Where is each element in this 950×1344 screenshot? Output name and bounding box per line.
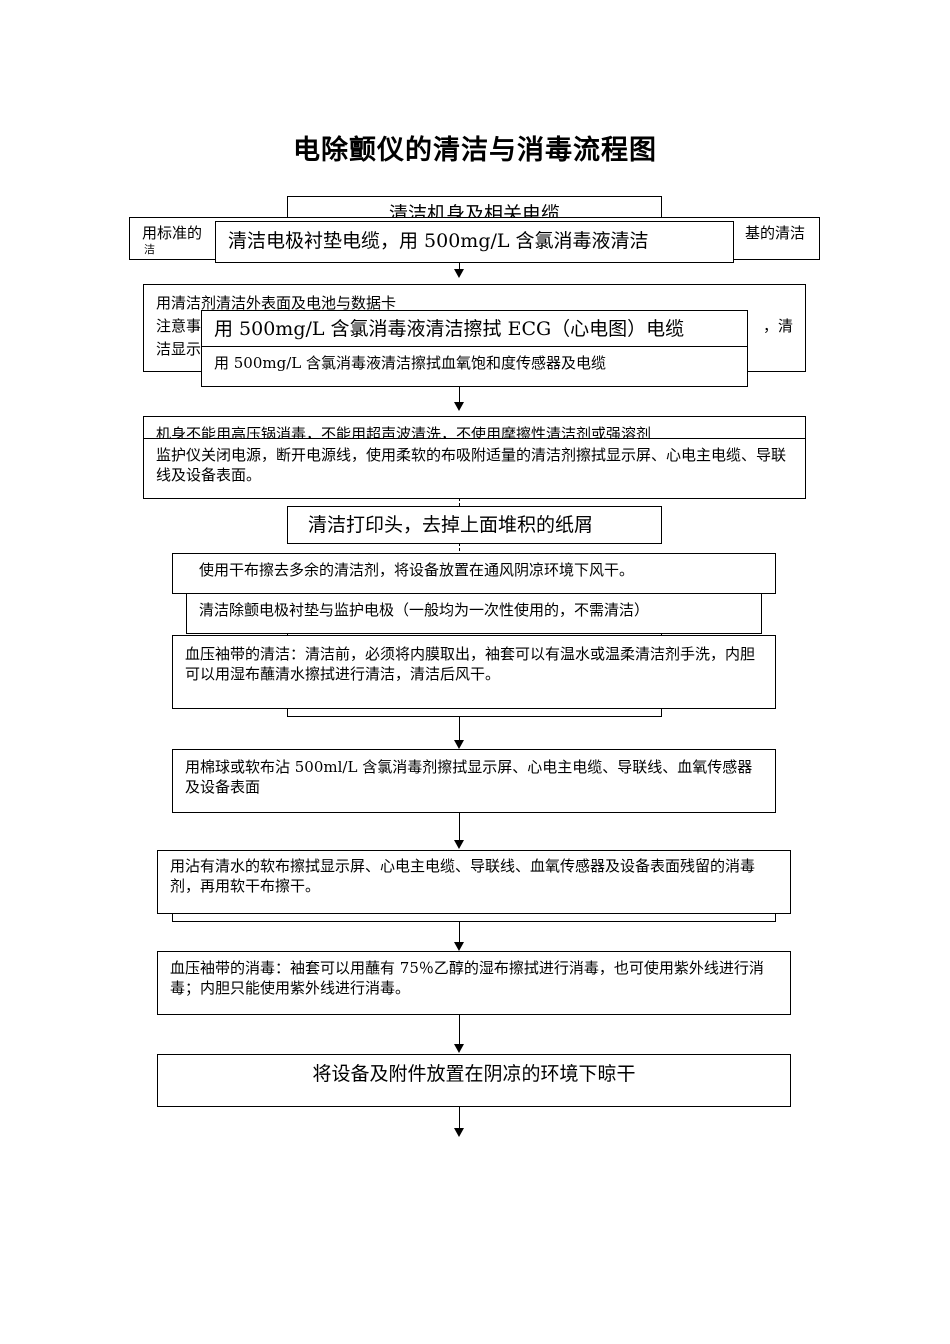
step-air-dry: 将设备及附件放置在阴凉的环境下晾干 xyxy=(157,1054,791,1107)
step-clean-electrode-pad-cable: 清洁电极衬垫电缆，用 500mg/L 含氯消毒液清洁 xyxy=(215,221,734,263)
connector-line xyxy=(459,920,460,944)
arrow-down-icon xyxy=(454,942,464,951)
arrow-down-icon xyxy=(454,269,464,278)
connector-line xyxy=(459,386,460,404)
arrow-down-icon xyxy=(454,840,464,849)
step-clean-defib-pads: 清洁除颤电极衬垫与监护电极（一般均为一次性使用的，不需清洁） xyxy=(186,593,762,634)
page-title: 电除颤仪的清洁与消毒流程图 xyxy=(293,135,657,166)
connector-line xyxy=(459,812,460,842)
arrow-down-icon xyxy=(454,1044,464,1053)
step-monitor-power-off-clean: 监护仪关闭电源，断开电源线，使用柔软的布吸附适量的清洁剂擦拭显示屏、心电主电缆、… xyxy=(143,438,806,499)
connector-line xyxy=(459,716,460,744)
notice-line: 注意事，清 xyxy=(156,317,793,335)
connector-line xyxy=(459,262,460,274)
connector-line xyxy=(459,1014,460,1046)
step-standard-cleaning-right: 基的清洁 xyxy=(744,224,805,242)
arrow-down-icon xyxy=(454,402,464,411)
step-standard-cleaning-left: 用标准的 xyxy=(142,224,203,242)
step-disinfect-bp-cuff: 血压袖带的消毒：袖套可以用蘸有 75％乙醇的湿布擦拭进行消毒，也可使用紫外线进行… xyxy=(157,951,791,1015)
step-wipe-residue: 用沾有清水的软布擦拭显示屏、心电主电缆、导联线、血氧传感器及设备表面残留的消毒剂… xyxy=(157,850,791,914)
step-standard-cleaning-tail: 洁 xyxy=(144,243,155,256)
step-clean-ecg-cable: 用 500mg/L 含氯消毒液清洁擦拭 ECG（心电图）电缆 xyxy=(201,310,748,348)
step-clean-spo2-sensor: 用 500mg/L 含氯消毒液清洁擦拭血氧饱和度传感器及电缆 xyxy=(201,346,748,387)
step-dry-wipe: 使用干布擦去多余的清洁剂，将设备放置在通风阴凉环境下风干。 xyxy=(172,553,776,594)
step-clean-print-head: 清洁打印头，去掉上面堆积的纸屑 xyxy=(287,506,662,544)
step-disinfect-chlorine: 用棉球或软布沾 500ml/L 含氯消毒剂擦拭显示屏、心电主电缆、导联线、血氧传… xyxy=(172,749,776,813)
arrow-down-icon xyxy=(454,1128,464,1137)
connector-line xyxy=(459,1105,460,1129)
step-clean-bp-cuff: 血压袖带的清洁：清洁前，必须将内膜取出，袖套可以有温水或温柔清洁剂手洗，内胆可以… xyxy=(172,635,776,709)
arrow-down-icon xyxy=(454,740,464,749)
